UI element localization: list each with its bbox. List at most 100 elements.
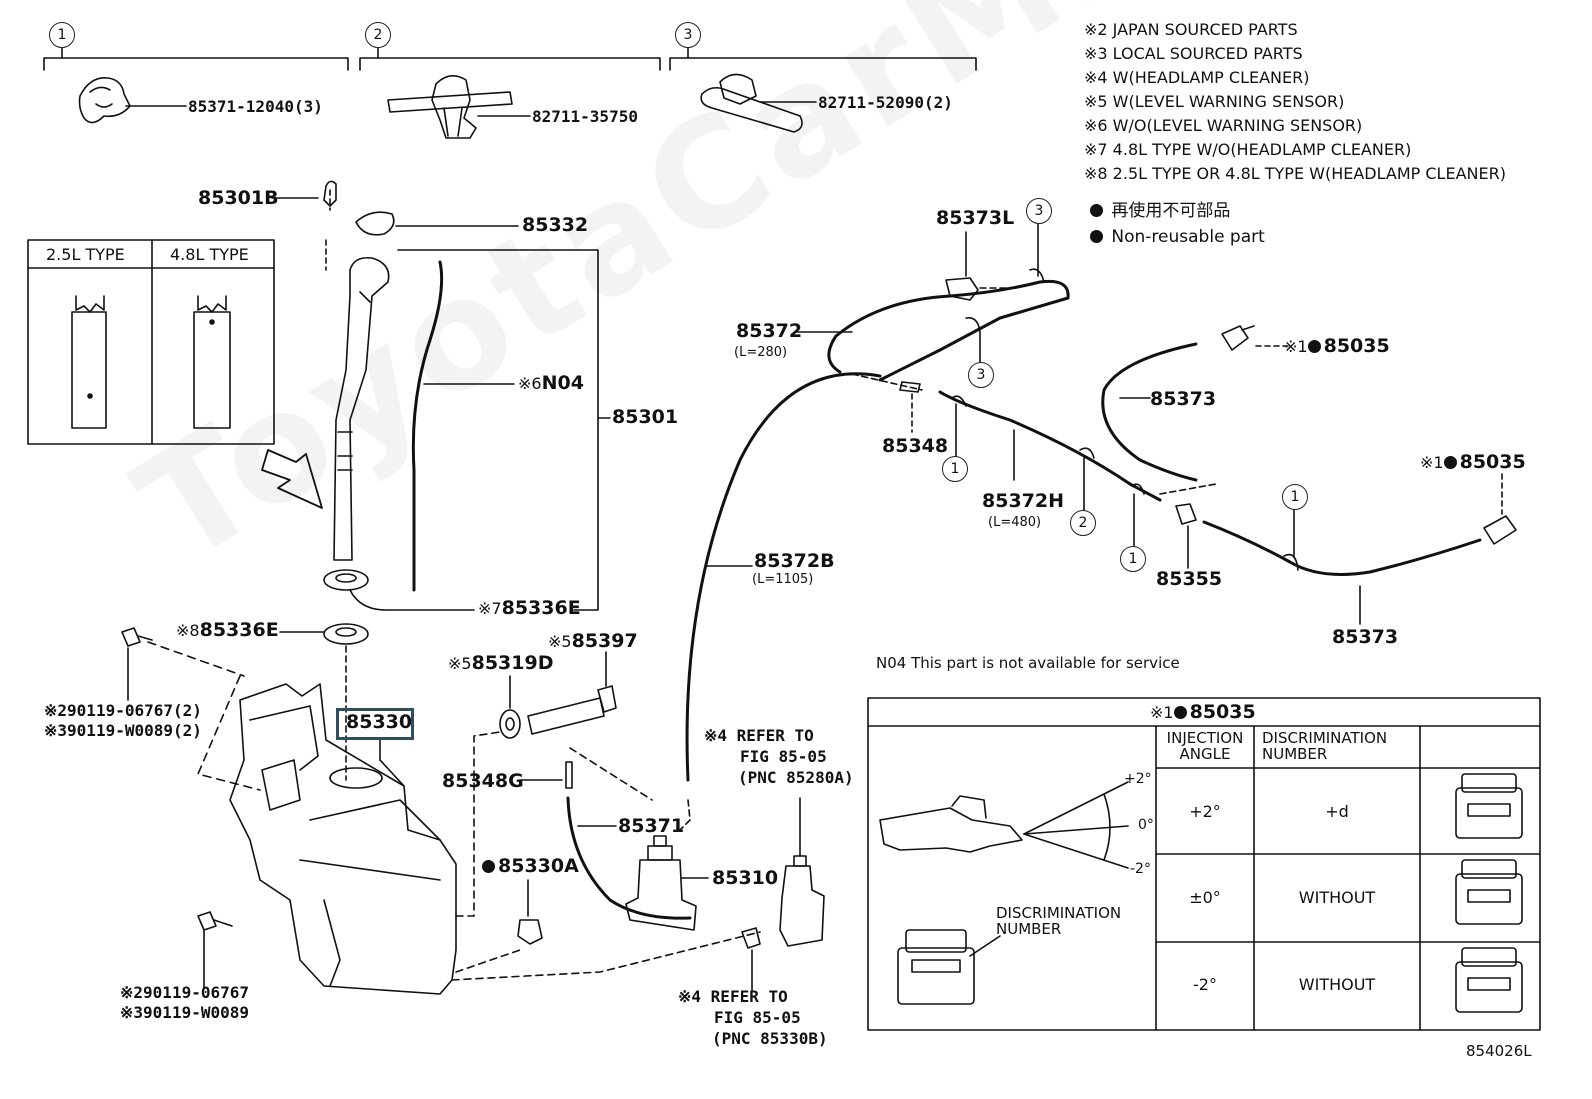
grommet-85336E-upper-icon xyxy=(323,569,369,591)
legend-line: ※3 LOCAL SOURCED PARTS xyxy=(1084,44,1303,63)
part-85310[interactable]: 85310 xyxy=(712,867,779,889)
col-discrimination-number: DISCRIMINATION NUMBER xyxy=(1262,729,1388,763)
mark-8: ※8 xyxy=(176,621,200,640)
bolt-90119-lower-icon xyxy=(197,911,233,931)
highlight-85330 xyxy=(336,708,414,740)
part-85319D[interactable]: ※585319D xyxy=(448,654,553,673)
o-ring-85319D-icon xyxy=(499,709,521,739)
type-comparison-box xyxy=(27,239,275,445)
part-85373-upper[interactable]: 85373 xyxy=(1150,388,1217,410)
part-85330A[interactable]: 85330A xyxy=(482,857,579,876)
legend-line: ※5 W(LEVEL WARNING SENSOR) xyxy=(1084,92,1345,111)
mark-1: ※1 xyxy=(1150,703,1174,722)
part-85348G[interactable]: 85348G xyxy=(442,770,524,792)
part-85301[interactable]: 85301 xyxy=(612,406,679,428)
angle-mark-zero: 0° xyxy=(1138,817,1154,833)
part-85332[interactable]: 85332 xyxy=(522,214,589,236)
col-injection-angle: INJECTION ANGLE xyxy=(1166,729,1244,763)
part-82711-35750[interactable]: 82711-35750 xyxy=(532,107,638,126)
tube-2.5L-icon xyxy=(71,295,107,429)
washer-pump-85310-icon xyxy=(625,835,697,931)
filler-neck-85301-icon xyxy=(323,180,395,561)
part-85035-upper[interactable]: ※1 85035 xyxy=(1284,337,1390,356)
ref-85280A-line1[interactable]: ※4 REFER TO xyxy=(704,726,814,745)
grommet-85330A-icon xyxy=(517,919,543,945)
grommet-85330B-icon xyxy=(741,927,761,949)
ref-circle-3: 3 xyxy=(968,362,994,388)
group-2-bracket xyxy=(359,57,661,71)
part-85372B[interactable]: 85372B xyxy=(754,550,835,572)
ref-circle-3: 3 xyxy=(1026,198,1052,224)
ref-85330B-line2[interactable]: FIG 85-05 xyxy=(714,1008,801,1027)
ref-circle-1: 1 xyxy=(1120,546,1146,572)
ref-85330B-line3[interactable]: (PNC 85330B) xyxy=(712,1029,828,1048)
part-90119-upper-japan[interactable]: ※290119-06767(2) xyxy=(44,701,202,720)
part-90119-upper-local[interactable]: ※390119-W0089(2) xyxy=(44,721,202,740)
ref-85280A-line2[interactable]: FIG 85-05 xyxy=(740,747,827,766)
part-85373L[interactable]: 85373L xyxy=(936,207,1015,229)
part-82711-52090[interactable]: 82711-52090(2) xyxy=(818,93,953,112)
row-angle: +2° xyxy=(1189,802,1221,821)
insert-direction-arrow xyxy=(261,449,323,509)
mark-1: ※1 xyxy=(1284,337,1308,356)
part-85371-12040[interactable]: 85371-12040(3) xyxy=(188,97,323,116)
part-85336E-upper[interactable]: ※785336E xyxy=(478,599,581,618)
part-85301B[interactable]: 85301B xyxy=(198,187,279,209)
mark-7: ※7 xyxy=(478,599,502,618)
ref-circle-1: 1 xyxy=(1282,484,1308,510)
part-90119-lower-local[interactable]: ※390119-W0089 xyxy=(120,1003,249,1022)
group-1-bracket xyxy=(43,57,349,71)
clip-85373L-icon xyxy=(945,277,979,301)
ref-85280A-line3[interactable]: (PNC 85280A) xyxy=(738,768,854,787)
hose-85372-icon xyxy=(827,279,1070,382)
part-85330[interactable]: 85330 xyxy=(346,711,413,733)
nonreusable-jp: 再使用不可部品 xyxy=(1090,203,1230,220)
figure-id: 854026L xyxy=(1466,1042,1532,1060)
part-85371[interactable]: 85371 xyxy=(618,815,685,837)
ref-circle-1: 1 xyxy=(942,456,968,482)
nonreusable-dot-icon xyxy=(482,860,495,873)
hose-85373-lower-icon xyxy=(1202,520,1482,576)
row-disc: +d xyxy=(1325,802,1349,821)
angle-mark-plus2: +2° xyxy=(1124,771,1152,787)
part-85397[interactable]: ※585397 xyxy=(548,632,638,651)
part-85336E-lower-text: 85336E xyxy=(199,619,279,641)
type-label-4.8L: 4.8L TYPE xyxy=(170,245,249,264)
nonreusable-dot-icon xyxy=(1173,706,1187,719)
row-angle: -2° xyxy=(1193,975,1217,994)
ref-85330B-line1[interactable]: ※4 REFER TO xyxy=(678,987,788,1006)
part-85372H[interactable]: 85372H xyxy=(982,490,1065,512)
type-label-2.5L: 2.5L TYPE xyxy=(46,245,125,264)
sensor-rod-n04-icon xyxy=(411,260,444,592)
hose-85372H-icon xyxy=(938,390,1162,502)
group-3-bracket xyxy=(669,57,977,71)
nonreusable-jp-text: 再使用不可部品 xyxy=(1111,201,1231,221)
part-85336E-lower[interactable]: ※885336E xyxy=(176,621,279,640)
discrimination-number-callout: DISCRIMINATION NUMBER xyxy=(996,904,1122,938)
headlamp-pump-85280A-icon xyxy=(779,855,825,947)
part-85372[interactable]: 85372 xyxy=(736,320,803,342)
part-85355[interactable]: 85355 xyxy=(1156,568,1223,590)
n04-note: N04 This part is not available for servi… xyxy=(876,654,1180,672)
group-circle-2: 2 xyxy=(365,22,391,48)
part-85373-lower[interactable]: 85373 xyxy=(1332,626,1399,648)
grommet-85336E-lower-icon xyxy=(323,623,369,645)
part-N04[interactable]: ※6N04 xyxy=(518,374,584,393)
clip-82711-35750-icon xyxy=(387,75,513,139)
mark-5: ※5 xyxy=(448,654,472,673)
row-disc: WITHOUT xyxy=(1298,975,1376,994)
group-circle-1: 1 xyxy=(49,22,75,48)
part-85372-length: (L=280) xyxy=(734,345,788,360)
part-85035-upper-text: 85035 xyxy=(1323,335,1390,357)
part-85372H-length: (L=480) xyxy=(988,515,1042,530)
part-90119-lower-japan[interactable]: ※290119-06767 xyxy=(120,983,249,1002)
mark-5: ※5 xyxy=(548,632,572,651)
part-85348[interactable]: 85348 xyxy=(882,435,949,457)
nonreusable-dot-icon xyxy=(1443,456,1457,469)
hose-85371-icon xyxy=(566,796,692,920)
clip-82711-52090-icon xyxy=(700,73,803,133)
clamp-85371-icon xyxy=(78,77,131,124)
